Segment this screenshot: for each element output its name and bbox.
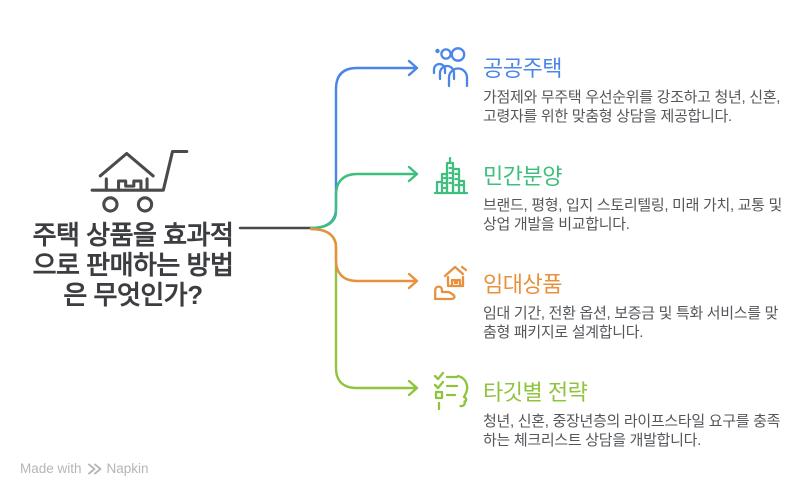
branch-rental-products: 임대상품 임대 기간, 전환 옵션, 보증금 및 특화 서비스를 맞춤형 패키지… [432,262,798,362]
connector-public-housing [309,59,419,230]
branch-description: 브랜드, 평형, 입지 스토리텔링, 미래 가치, 교통 및 상업 개발을 비교… [483,197,783,233]
connector-rental-products [309,227,419,290]
central-question: 주택 상품을 효과적 으로 판매하는 방법 은 무엇인가? [6,220,260,310]
connector-private-sale [309,165,419,230]
checklist-profile-icon [433,371,469,411]
branch-title: 민간분양 [483,164,562,189]
house-cart-icon [90,149,189,213]
question-line: 은 무엇인가? [63,280,203,310]
house-in-hand-icon [433,265,468,301]
branch-description: 임대 기간, 전환 옵션, 보증금 및 특화 서비스를 맞춤형 패키지로 설계합… [483,305,779,341]
made-with-label: Made with [20,461,82,476]
branch-title: 공공주택 [483,56,562,81]
branch-description: 청년, 신혼, 중장년층의 라이프스타일 요구를 충족하는 체크리스트 상담을 … [483,413,781,449]
branch-private-sale: 민간분양 브랜드, 평형, 입지 스토리텔링, 미래 가치, 교통 및 상업 개… [432,154,798,254]
branch-target-strategy: 타깃별 전략 청년, 신혼, 중장년층의 라이프스타일 요구를 충족하는 체크리… [432,370,798,470]
question-line: 주택 상품을 효과적 [32,220,234,250]
made-with-napkin: Made with Napkin [20,461,149,476]
connector-target-strategy [309,227,419,397]
napkin-brand-label: Napkin [106,461,149,476]
branch-public-housing: 공공주택 가점제와 무주택 우선순위를 강조하고 청년, 신혼, 고령자를 위한… [432,46,798,146]
city-buildings-icon [433,156,469,195]
branch-title: 타깃별 전략 [483,380,588,405]
napkin-logo-icon [87,463,101,474]
branch-description: 가점제와 무주택 우선순위를 강조하고 청년, 신혼, 고령자를 위한 맞춤형 … [483,89,781,125]
people-group-icon [432,47,469,88]
branch-title: 임대상품 [483,272,562,297]
question-line: 으로 판매하는 방법 [32,250,234,280]
